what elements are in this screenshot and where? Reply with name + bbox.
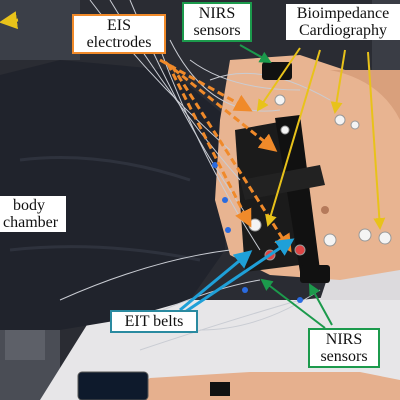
bio-arrow-4	[367, 51, 386, 230]
eit-belts-label: EIT belts	[110, 310, 198, 333]
nirs-arrow-bottom-1	[260, 278, 326, 329]
eit-arrow-2	[184, 238, 295, 314]
eis-arrow-3	[166, 63, 252, 228]
nirs-arrow-bottom-2	[309, 283, 333, 326]
body-chamber	[0, 60, 230, 330]
nirs-arrow-top	[239, 44, 272, 63]
eit-belts-line1: EIT belts	[124, 313, 184, 330]
forearm	[120, 372, 400, 400]
bioimpedance-label: Bioimpedance Cardiography	[286, 4, 400, 40]
bioimpedance-line1: Bioimpedance	[296, 5, 390, 22]
eit-arrow-1	[179, 250, 253, 312]
bio-arrow-1	[256, 47, 301, 112]
bioimpedance-line2: Cardiography	[299, 22, 387, 39]
body-chamber-label: body chamber	[0, 196, 66, 232]
nirs-sensors-bottom-label: NIRS sensors	[308, 328, 380, 368]
corner-arrow	[0, 11, 19, 30]
body-chamber-line2: chamber	[3, 214, 59, 231]
nirs-top-line1: NIRS	[198, 5, 236, 22]
nirs-sensor-top	[262, 62, 292, 80]
nirs-sensors-top-label: NIRS sensors	[182, 2, 252, 42]
nipple	[321, 206, 329, 214]
eis-label-line1: EIS	[107, 17, 131, 34]
nirs-bottom-line1: NIRS	[325, 331, 363, 348]
eis-label-line2: electrodes	[86, 34, 152, 51]
nirs-bottom-line2: sensors	[320, 348, 368, 365]
nirs-sensor-bottom	[300, 265, 330, 283]
wristwatch	[210, 382, 230, 396]
eis-arrow-2	[164, 60, 278, 152]
phone	[77, 371, 149, 400]
nirs-top-line2: sensors	[193, 22, 241, 39]
eis-electrodes-label: EIS electrodes	[72, 14, 166, 54]
bio-arrow-2	[265, 49, 321, 227]
bio-arrow-3	[330, 49, 346, 114]
electrodes	[212, 94, 392, 303]
body-chamber-line1: body	[13, 197, 45, 214]
